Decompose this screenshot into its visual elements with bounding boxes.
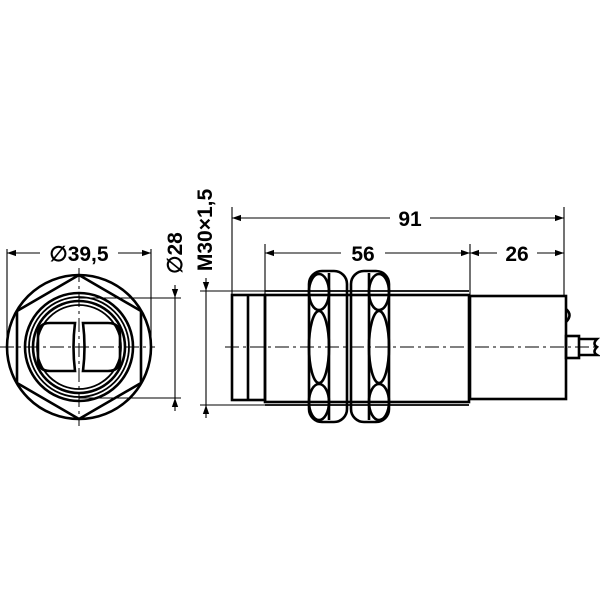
side-view bbox=[225, 269, 600, 424]
overall-length-label: 91 bbox=[398, 208, 422, 231]
threaded-body bbox=[263, 293, 471, 404]
threaded-length-label: 56 bbox=[351, 243, 374, 266]
dimension-overall-length: 91 bbox=[231, 207, 565, 296]
led-indicator bbox=[565, 308, 571, 323]
front-view bbox=[0, 268, 155, 426]
dimension-threaded-length: 56 bbox=[264, 243, 471, 296]
lens-right bbox=[81, 321, 122, 373]
thread-label: M30×1,5 bbox=[194, 189, 217, 272]
dimension-inner-diameter: ∅28 bbox=[79, 232, 187, 411]
inner-diameter-label: ∅28 bbox=[164, 232, 187, 274]
cable bbox=[579, 337, 600, 357]
outer-diameter-label: ∅39,5 bbox=[49, 243, 108, 266]
rear-length-label: 26 bbox=[505, 243, 528, 266]
lens-left bbox=[36, 321, 77, 373]
dimension-rear-length: 26 bbox=[470, 243, 564, 266]
